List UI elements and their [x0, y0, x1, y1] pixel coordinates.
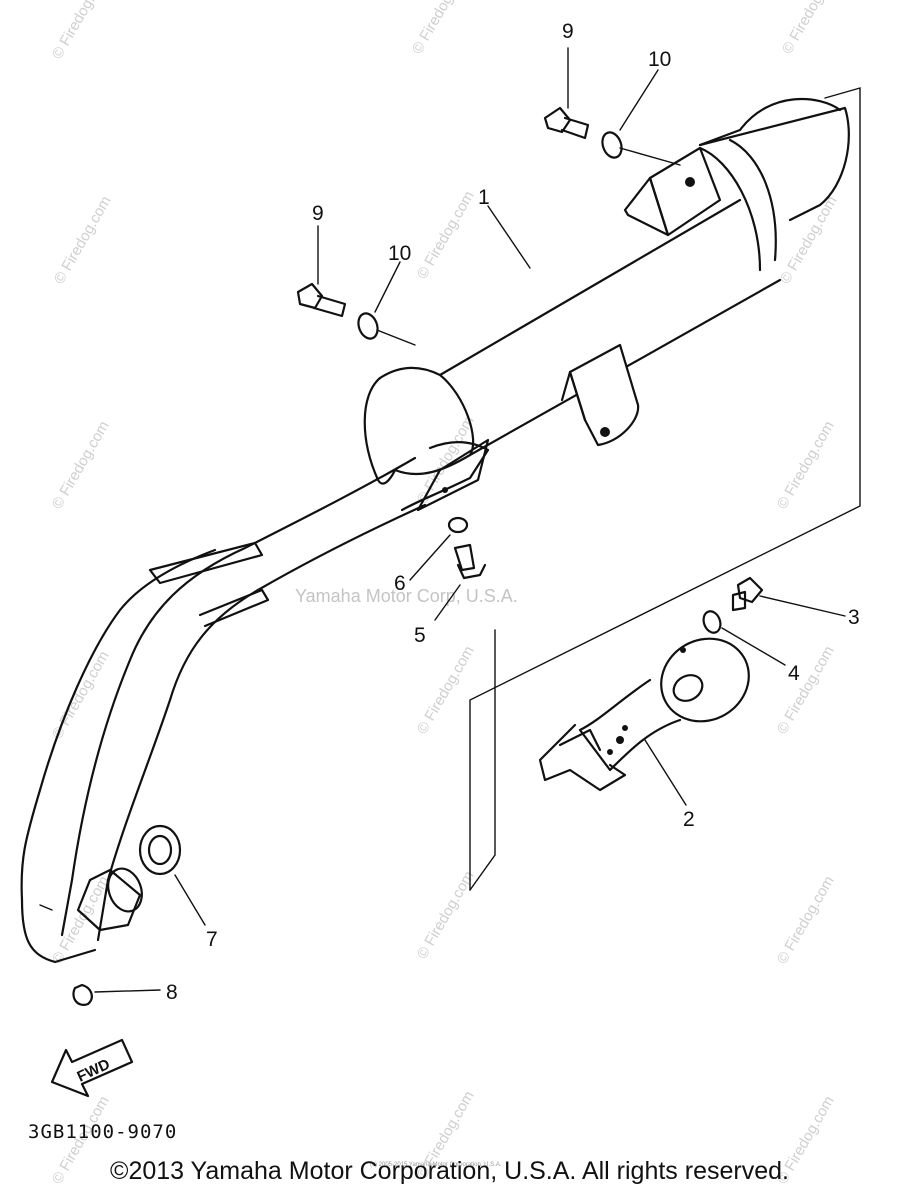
callout-9-right: 9	[562, 20, 574, 43]
boundary-box	[469, 87, 861, 891]
callout-7: 7	[206, 928, 218, 951]
watermark: © Firedog.com	[414, 188, 478, 282]
callout-4: 4	[788, 662, 800, 685]
muffler	[363, 97, 850, 512]
fasteners	[296, 106, 764, 634]
copyright-footer: ©2013 Yamaha Motor Corporation, U.S.A. A…	[110, 1157, 789, 1185]
watermark: © Firedog.com	[51, 193, 115, 287]
watermark: © Firedog.com	[774, 873, 838, 967]
silencer-insert	[538, 637, 750, 792]
watermark: © Firedog.com	[777, 193, 841, 287]
tiny-copyright: (c) 2005-2015 Yamaha Motor Corporation, …	[370, 1162, 502, 1168]
flange-parts	[72, 824, 182, 1006]
watermark: © Firedog.com	[49, 873, 113, 967]
watermark: © Firedog.com	[414, 868, 478, 962]
callout-10-left: 10	[388, 242, 411, 265]
watermark: © Firedog.com	[49, 0, 113, 62]
watermark: © Firedog.com	[49, 418, 113, 512]
watermark: © Firedog.com	[774, 643, 838, 737]
callout-1: 1	[478, 186, 490, 209]
watermark: © Firedog.com	[414, 643, 478, 737]
watermark: © Firedog.com	[49, 648, 113, 742]
callout-9-left: 9	[312, 202, 324, 225]
callouts: 1 2 3 4 5 6 7 8 9 9 10 10	[166, 20, 860, 1004]
callout-2: 2	[683, 808, 695, 831]
callout-8: 8	[166, 981, 178, 1004]
fwd-label: FWD	[75, 1056, 113, 1086]
watermark: © Firedog.com	[779, 0, 843, 57]
watermark: © Firedog.com	[414, 413, 478, 507]
part-number: 3GB1100-9070	[28, 1121, 177, 1143]
watermark-layer: © Firedog.com © Firedog.com © Firedog.co…	[49, 0, 843, 1187]
callout-10-right: 10	[648, 48, 671, 71]
callout-6: 6	[394, 572, 406, 595]
exhaust-pipe	[20, 441, 490, 964]
watermark-center: Yamaha Motor Corp, U.S.A.	[295, 586, 518, 606]
callout-5: 5	[414, 624, 426, 647]
callout-3: 3	[848, 606, 860, 629]
watermark: © Firedog.com	[409, 0, 473, 57]
watermark: © Firedog.com	[774, 418, 838, 512]
fwd-arrow: FWD	[50, 1038, 134, 1098]
leader-lines	[94, 47, 846, 993]
